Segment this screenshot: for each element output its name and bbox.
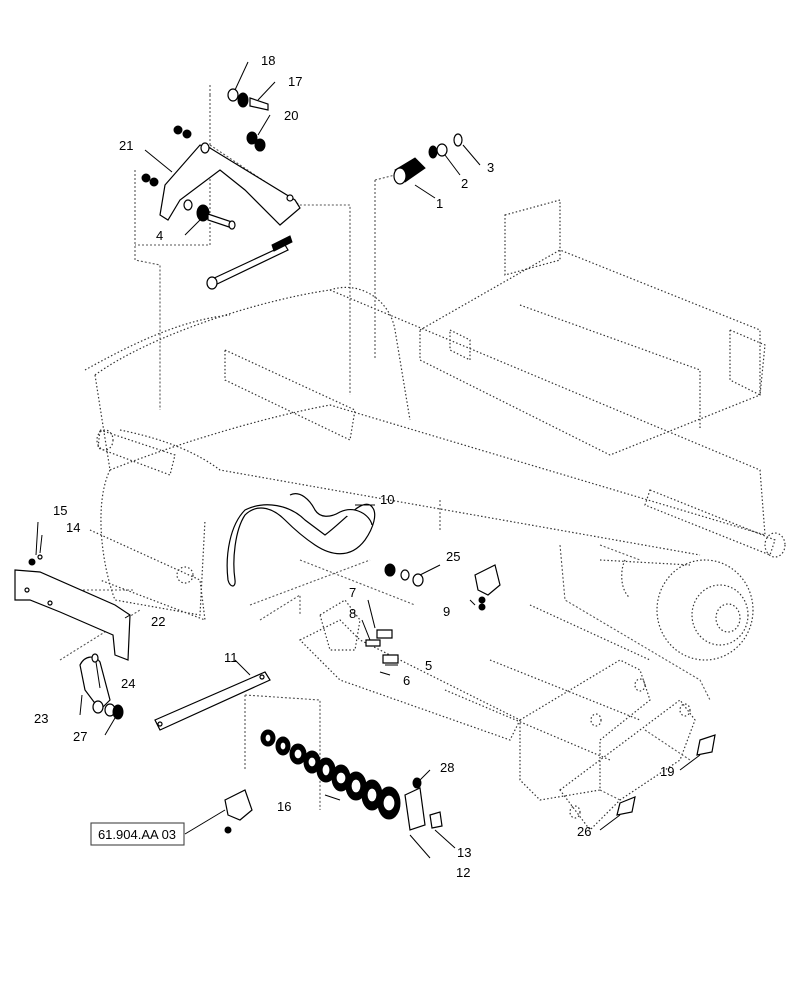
part-flat-bar: [154, 671, 271, 731]
callout-14: 14: [66, 520, 80, 535]
part-tags: [616, 734, 716, 816]
callout-10: 10: [380, 492, 394, 507]
callout-24: 24: [121, 676, 135, 691]
machine-frame-outline: [84, 199, 786, 831]
callout-28: 28: [440, 760, 454, 775]
part-bracket-small: [474, 564, 501, 611]
part-spring: [393, 157, 426, 185]
part-pins: [365, 629, 399, 664]
callout-15: 15: [53, 503, 67, 518]
explosion-frames: [59, 85, 711, 810]
callout-3: 3: [487, 160, 494, 175]
part-hardware-top: [141, 88, 269, 187]
callout-25: 25: [446, 549, 460, 564]
part-bracket-plate: [159, 142, 301, 226]
callout-17: 17: [288, 74, 302, 89]
callout-5: 5: [425, 658, 432, 673]
part-plate-bolt: [404, 777, 443, 831]
leader-lines: [35, 61, 701, 859]
part-washers-mid: [384, 563, 424, 587]
part-belt: [226, 493, 376, 587]
callout-20: 20: [284, 108, 298, 123]
part-clip-assembly: [79, 653, 124, 720]
part-lower-bracket: [224, 789, 253, 834]
callout-13: 13: [457, 845, 471, 860]
callout-19: 19: [660, 764, 674, 779]
part-small-hardware-left: [28, 554, 43, 566]
reference-box-label: 61.904.AA 03: [98, 827, 176, 842]
callout-26: 26: [577, 824, 591, 839]
part-rod: [206, 235, 293, 290]
callout-27: 27: [73, 729, 87, 744]
part-left-plate: [14, 569, 131, 661]
callout-23: 23: [34, 711, 48, 726]
reference-box[interactable]: 61.904.AA 03: [90, 822, 185, 846]
callout-9: 9: [443, 604, 450, 619]
callout-8: 8: [349, 606, 356, 621]
callout-4: 4: [156, 228, 163, 243]
callout-11: 11: [224, 650, 238, 665]
callout-6: 6: [403, 673, 410, 688]
callout-7: 7: [349, 585, 356, 600]
callout-labels: 1 2 3 4 5 6 7 8 9 10 11 12 13 14 15 16 1…: [34, 53, 674, 880]
callout-22: 22: [151, 614, 165, 629]
part-pin-assembly: [183, 199, 236, 230]
callout-2: 2: [461, 176, 468, 191]
part-sprocket-stack: [260, 729, 401, 820]
part-washers-top: [428, 133, 463, 159]
callout-18: 18: [261, 53, 275, 68]
callout-12: 12: [456, 865, 470, 880]
callout-16: 16: [277, 799, 291, 814]
callout-1: 1: [436, 196, 443, 211]
callout-21: 21: [119, 138, 133, 153]
